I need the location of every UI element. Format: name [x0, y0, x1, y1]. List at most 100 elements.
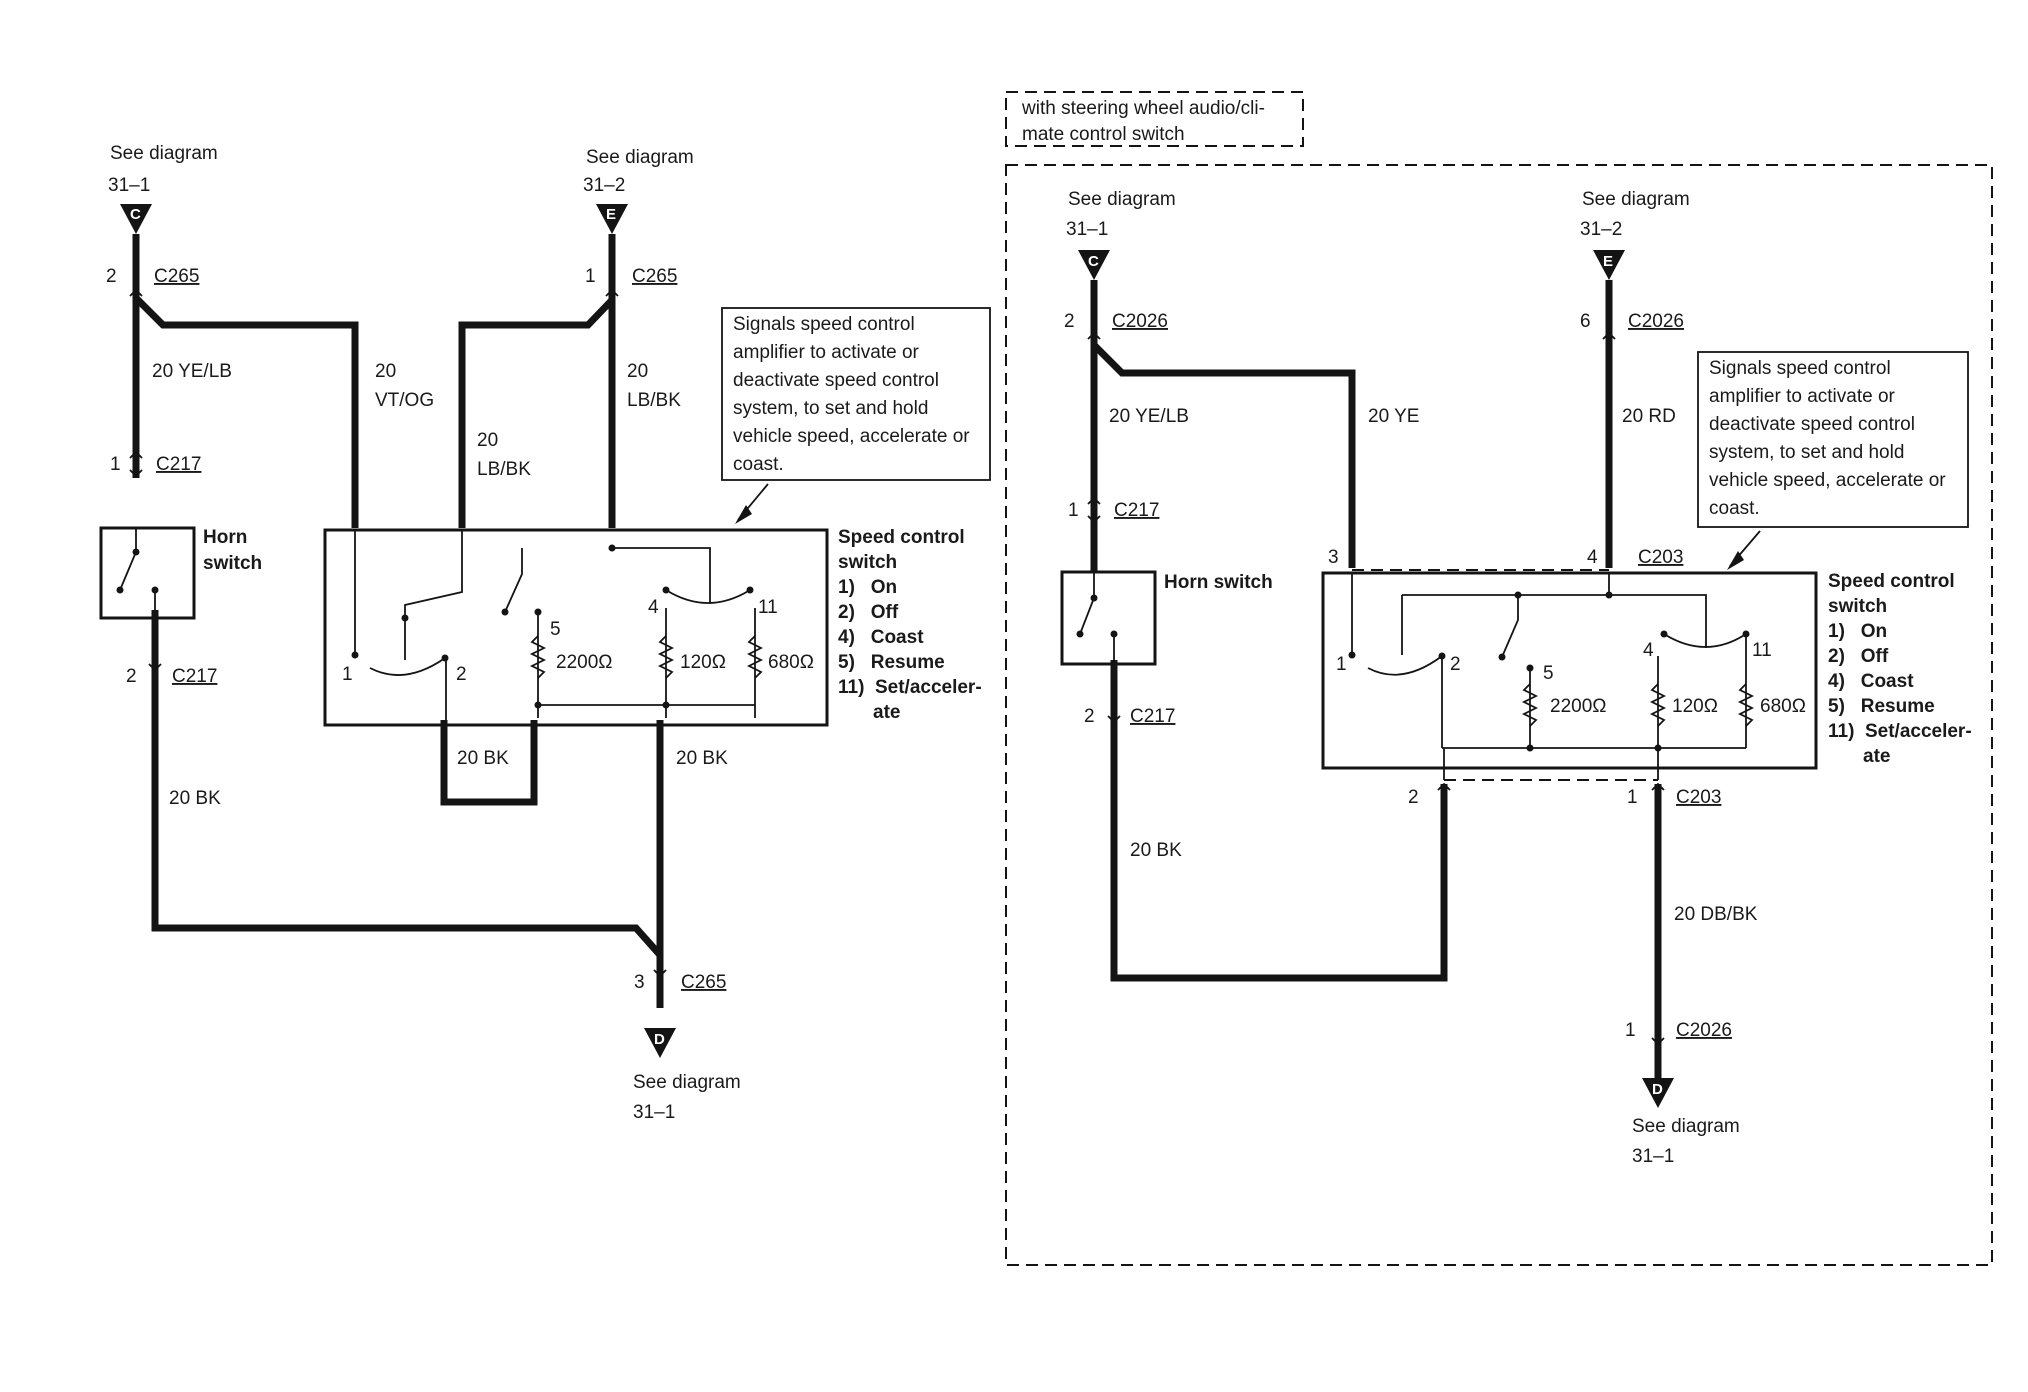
right-pin-1-c217: 1 — [1068, 500, 1079, 521]
right-label-rd: 20 RD — [1622, 406, 1676, 427]
right-see-diagram-d: See diagram — [1632, 1116, 1740, 1137]
left-label-lb-bk: LB/BK — [477, 459, 531, 480]
right-switch-bus — [1401, 573, 1707, 658]
right-option-label-2: mate control switch — [1022, 124, 1185, 145]
left-label-bk-horn: 20 BK — [169, 788, 221, 809]
left-pin-1-top: 1 — [585, 266, 596, 287]
left-switch-onoff — [354, 530, 446, 676]
left-label-vt-og-num: 20 — [375, 361, 396, 382]
right-terminal-c-letter: C — [1088, 253, 1099, 270]
right-legend-item-4: 11) Set/acceler- — [1828, 721, 1972, 742]
left-conn-c217-b: C217 — [172, 666, 217, 687]
right-switch-coast-set — [1663, 620, 1747, 648]
left-speed-switch-title-1: Speed control — [838, 527, 965, 548]
left-pos-11: 11 — [758, 597, 778, 618]
right-pos-5: 5 — [1543, 663, 1554, 684]
right-option-label-box — [1005, 91, 1304, 147]
right-label-ye-lb: 20 YE/LB — [1109, 406, 1189, 427]
right-option-label-1: with steering wheel audio/cli- — [1021, 98, 1265, 119]
left-conn-c265-a: C265 — [154, 266, 199, 287]
left-pin-3: 3 — [634, 972, 645, 993]
right-pin-1-bottom: 1 — [1625, 1020, 1636, 1041]
right-legend-item-0: 1) On — [1828, 621, 1887, 642]
left-r-2200: 2200Ω — [556, 652, 612, 673]
left-callout-line-3: system, to set and hold — [733, 398, 928, 419]
left-conn-c265-b: C265 — [632, 266, 677, 287]
right-ref-d: 31–1 — [1632, 1146, 1674, 1167]
left-wire-lb-bk-branch — [458, 297, 615, 528]
right-conn-c2026-c: C2026 — [1676, 1020, 1732, 1041]
left-switch-resume-contact — [504, 548, 523, 613]
left-callout-arrow-icon — [735, 505, 752, 524]
right-legend-item-cont: ate — [1863, 746, 1890, 767]
left-callout-line-2: deactivate speed control — [733, 370, 939, 391]
left-conn-c217-a: C217 — [156, 454, 201, 475]
right-callout-line-4: vehicle speed, accelerate or — [1709, 470, 1946, 491]
right-pos-2: 2 — [1450, 654, 1461, 675]
right-label-db-bk: 20 DB/BK — [1674, 904, 1758, 925]
right-callout-line-5: coast. — [1709, 498, 1760, 519]
left-horn-switch-label-2: switch — [203, 553, 262, 574]
right-resistor-120-icon — [1649, 683, 1667, 727]
left-resistor-680-icon — [746, 635, 764, 679]
right-terminal-e-letter: E — [1603, 253, 1613, 270]
left-resistor-2200-icon — [529, 635, 547, 679]
right-pos-4: 4 — [1643, 640, 1654, 661]
right-legend-item-2: 4) Coast — [1828, 671, 1914, 692]
left-label-bk-main: 20 BK — [676, 748, 728, 769]
right-conn-c217-a: C217 — [1114, 500, 1159, 521]
right-pin-4: 4 — [1587, 547, 1598, 568]
left-callout-line-4: vehicle speed, accelerate or — [733, 426, 970, 447]
left-ref-e: 31–2 — [583, 175, 625, 196]
left-conn-c265-c: C265 — [681, 972, 726, 993]
left-horn-switch-contact — [119, 528, 156, 618]
left-pos-1: 1 — [342, 664, 353, 685]
left-label-bk-loop: 20 BK — [457, 748, 509, 769]
left-switch-internal-lbbk — [404, 530, 463, 660]
left-speed-switch-box — [323, 528, 829, 727]
left-ref-c: 31–1 — [108, 175, 150, 196]
left-pos-4: 4 — [648, 597, 659, 618]
right-speed-switch-title-2: switch — [1828, 596, 1887, 617]
right-conn-c203-b: C203 — [1676, 787, 1721, 808]
left-terminal-e-icon — [596, 204, 628, 234]
left-label-vt-og: VT/OG — [375, 390, 434, 411]
left-terminal-c-icon — [120, 204, 152, 234]
right-legend-item-3: 5) Resume — [1828, 696, 1935, 717]
right-pin-2-c217: 2 — [1084, 706, 1095, 727]
left-connector-marks — [129, 288, 667, 978]
right-pin-6-top: 6 — [1580, 311, 1591, 332]
right-see-diagram-c: See diagram — [1068, 189, 1176, 210]
left-label-lb-bk-num-2: 20 — [627, 361, 648, 382]
right-callout-arrow-icon — [1727, 551, 1744, 570]
left-pos-5: 5 — [550, 619, 561, 640]
left-pin-2-c217: 2 — [126, 666, 137, 687]
right-pin-3: 3 — [1328, 547, 1339, 568]
right-callout-line-0: Signals speed control — [1709, 358, 1891, 379]
right-see-diagram-e: See diagram — [1582, 189, 1690, 210]
right-terminal-c-icon — [1078, 250, 1110, 280]
left-resistor-120-icon — [657, 635, 675, 679]
right-callout-line-3: system, to set and hold — [1709, 442, 1904, 463]
right-pos-1: 1 — [1336, 654, 1347, 675]
right-conn-c2026-b: C2026 — [1628, 311, 1684, 332]
left-switch-coast-set — [665, 574, 751, 604]
left-legend-item-1: 2) Off — [838, 602, 899, 623]
right-resistor-680-icon — [1737, 683, 1755, 727]
left-speed-switch-title-2: switch — [838, 552, 897, 573]
right-pin-2-top: 2 — [1064, 311, 1075, 332]
right-option-boundary — [1005, 164, 1993, 1266]
right-wire-ye — [1091, 342, 1356, 568]
right-pin-2-c203: 2 — [1408, 787, 1419, 808]
right-callout-box — [1697, 351, 1969, 528]
left-callout-box — [721, 307, 991, 481]
right-conn-c203-a: C203 — [1638, 547, 1683, 568]
right-callout-line-2: deactivate speed control — [1709, 414, 1915, 435]
left-see-diagram-e: See diagram — [586, 147, 694, 168]
left-terminal-e-letter: E — [606, 206, 616, 223]
left-pin-1-c217: 1 — [110, 454, 121, 475]
left-horn-switch-box — [99, 526, 196, 620]
left-r-680: 680Ω — [768, 652, 814, 673]
right-label-bk: 20 BK — [1130, 840, 1182, 861]
